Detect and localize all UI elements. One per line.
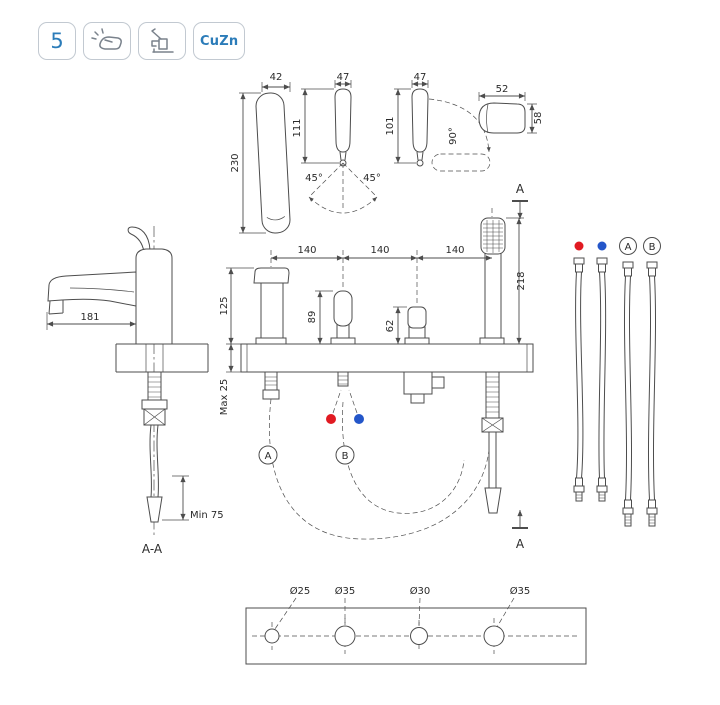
dim-spacing-1: 140 <box>297 245 316 256</box>
dim-swing-height: 111 <box>292 118 303 137</box>
bath-spout <box>253 267 290 345</box>
dim-diverter-height: 62 <box>385 320 396 333</box>
dim-hole-2: Ø35 <box>335 585 356 597</box>
spacing-dimensions: 140 140 140 <box>270 208 493 305</box>
side-view: 181 Min 75 A-A <box>46 226 224 556</box>
hose-loop-a <box>269 398 490 540</box>
hose-b <box>646 261 658 527</box>
deck-plate <box>240 343 534 373</box>
dim-shower-height: 218 <box>516 271 527 290</box>
front-view: 140 140 140 125 89 62 218 Ma <box>219 208 534 540</box>
dim-hole-4: Ø35 <box>510 585 531 597</box>
plan-hole-1 <box>264 628 280 644</box>
hose-label-b: B <box>643 237 661 255</box>
view-side-lever: 42 230 <box>230 72 291 234</box>
hose-b-callout: B <box>335 445 355 465</box>
hose-a-letter: A <box>265 451 272 462</box>
view-swing-lever: 45° 45° 47 111 <box>292 72 381 214</box>
cold-hose-dot <box>597 241 607 251</box>
dim-lever-unit-height: 89 <box>307 311 318 324</box>
angle-left-label: 45° <box>305 173 323 184</box>
hose-a-id: A <box>625 242 632 253</box>
step-number: 5 <box>50 29 64 53</box>
dim-spout-height: 125 <box>219 296 230 315</box>
dim-lever-height: 230 <box>230 153 241 172</box>
side-body-shape <box>135 248 173 345</box>
dim-lever-width: 42 <box>270 72 283 83</box>
view-grip: 52 58 <box>478 84 544 134</box>
mixer-lever <box>330 290 356 345</box>
diverter-knob <box>404 306 430 345</box>
hose-set: A B <box>573 237 661 527</box>
dim-hole-1: Ø25 <box>290 585 311 597</box>
side-lever-shape <box>127 226 151 253</box>
faucet-badge <box>138 22 186 60</box>
dim-turn-width: 47 <box>414 72 427 83</box>
hot-hose-dot <box>574 241 584 251</box>
dim-min-clearance: Min 75 <box>190 510 224 521</box>
mounting-hand-badge <box>83 22 131 60</box>
plan-hole-2 <box>334 625 356 647</box>
material-label: CuZn <box>200 33 239 49</box>
badge-row: 5 CuZn <box>38 22 246 60</box>
material-badge: CuZn <box>193 22 246 60</box>
dim-spacing-3: 140 <box>445 245 464 256</box>
section-marker-bottom: A <box>512 510 528 551</box>
cold-water-dot <box>354 414 364 424</box>
hot-water-dot <box>326 414 336 424</box>
underdeck-hardware <box>262 371 504 514</box>
cold-hose <box>596 257 608 502</box>
hose-b-letter: B <box>342 451 349 462</box>
hose-loop-b <box>342 401 465 514</box>
hand-shower <box>479 217 506 345</box>
hose-a <box>622 261 634 527</box>
hose-b-id: B <box>649 242 656 253</box>
plan-hole-4 <box>483 625 505 647</box>
section-letter-top: A <box>516 182 525 196</box>
dim-swing-width: 47 <box>337 72 350 83</box>
hose-label-a: A <box>619 237 637 255</box>
single-lever-faucet-icon <box>151 28 174 53</box>
plan-hole-3 <box>410 627 428 645</box>
hot-hose <box>573 257 585 502</box>
side-spout-shape <box>47 271 137 307</box>
hose-a-callout: A <box>258 445 278 465</box>
section-marker-top: A <box>512 182 528 219</box>
dim-grip-height: 58 <box>533 112 544 125</box>
section-title: A-A <box>142 542 163 556</box>
dim-turn-height: 101 <box>385 116 396 135</box>
dim-spout-reach: 181 <box>80 312 99 323</box>
dim-grip-width: 52 <box>496 84 509 95</box>
side-underdeck-hardware <box>141 371 168 523</box>
dim-hole-3: Ø30 <box>410 585 431 597</box>
step-number-badge: 5 <box>38 22 76 60</box>
view-turn-lever: 90° 47 101 <box>385 72 491 172</box>
angle-90-label: 90° <box>448 127 459 145</box>
dim-spacing-2: 140 <box>370 245 389 256</box>
height-dimensions: 125 89 62 218 Max 25 <box>219 217 533 416</box>
section-letter-bottom: A <box>516 537 525 551</box>
plan-view: Ø25 Ø35 Ø30 Ø35 <box>245 585 587 665</box>
dim-deck-thickness: Max 25 <box>219 379 230 416</box>
mounting-hand-icon <box>91 28 122 50</box>
angle-right-label: 45° <box>363 173 381 184</box>
